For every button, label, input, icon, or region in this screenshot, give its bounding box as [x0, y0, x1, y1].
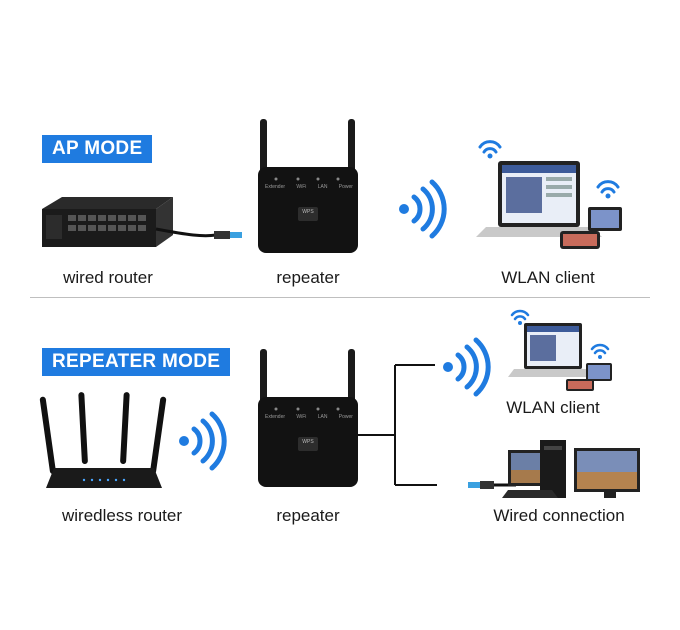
wired-connection-label: Wired connection: [493, 506, 625, 525]
connection-lines: [355, 364, 437, 486]
led-label: WiFi: [296, 184, 307, 190]
ap-mode-badge: AP MODE: [42, 135, 153, 163]
wired-router-icon: [42, 197, 242, 247]
ap-repeater-label: repeater: [276, 268, 340, 287]
wifi-signal-icon: [179, 411, 227, 471]
led-label: WiFi: [296, 414, 307, 420]
repeater-icon: [258, 119, 358, 253]
wired-router-label: wired router: [63, 268, 153, 287]
rep-repeater-label: repeater: [276, 506, 340, 525]
rep-repeater-led-labels: Extender WiFi LAN Power: [265, 414, 353, 420]
wifi-router-icon: [39, 392, 167, 488]
wifi-signal-icon: [399, 179, 447, 239]
ap-repeater-led-labels: Extender WiFi LAN Power: [265, 184, 353, 190]
section-divider: [30, 297, 650, 298]
ap-wps-label: WPS: [302, 209, 314, 215]
repeater-mode-badge: REPEATER MODE: [42, 348, 231, 376]
rep-wlan-client-label: WLAN client: [506, 398, 600, 417]
led-label: Power: [338, 184, 353, 190]
desktop-pc-icon: [468, 440, 640, 498]
tablet-icon: [508, 309, 612, 391]
led-label: Extender: [265, 414, 286, 420]
ap-wlan-client-label: WLAN client: [501, 268, 595, 287]
wifi-signal-icon: [443, 337, 491, 397]
repeater-icon: [258, 349, 358, 487]
led-label: LAN: [317, 414, 328, 420]
led-label: LAN: [317, 184, 328, 190]
wireless-router-label: wiredless router: [62, 506, 182, 525]
rep-wps-label: WPS: [302, 439, 314, 445]
laptop-icon: [476, 140, 622, 249]
led-label: Power: [338, 414, 353, 420]
led-label: Extender: [265, 184, 286, 190]
